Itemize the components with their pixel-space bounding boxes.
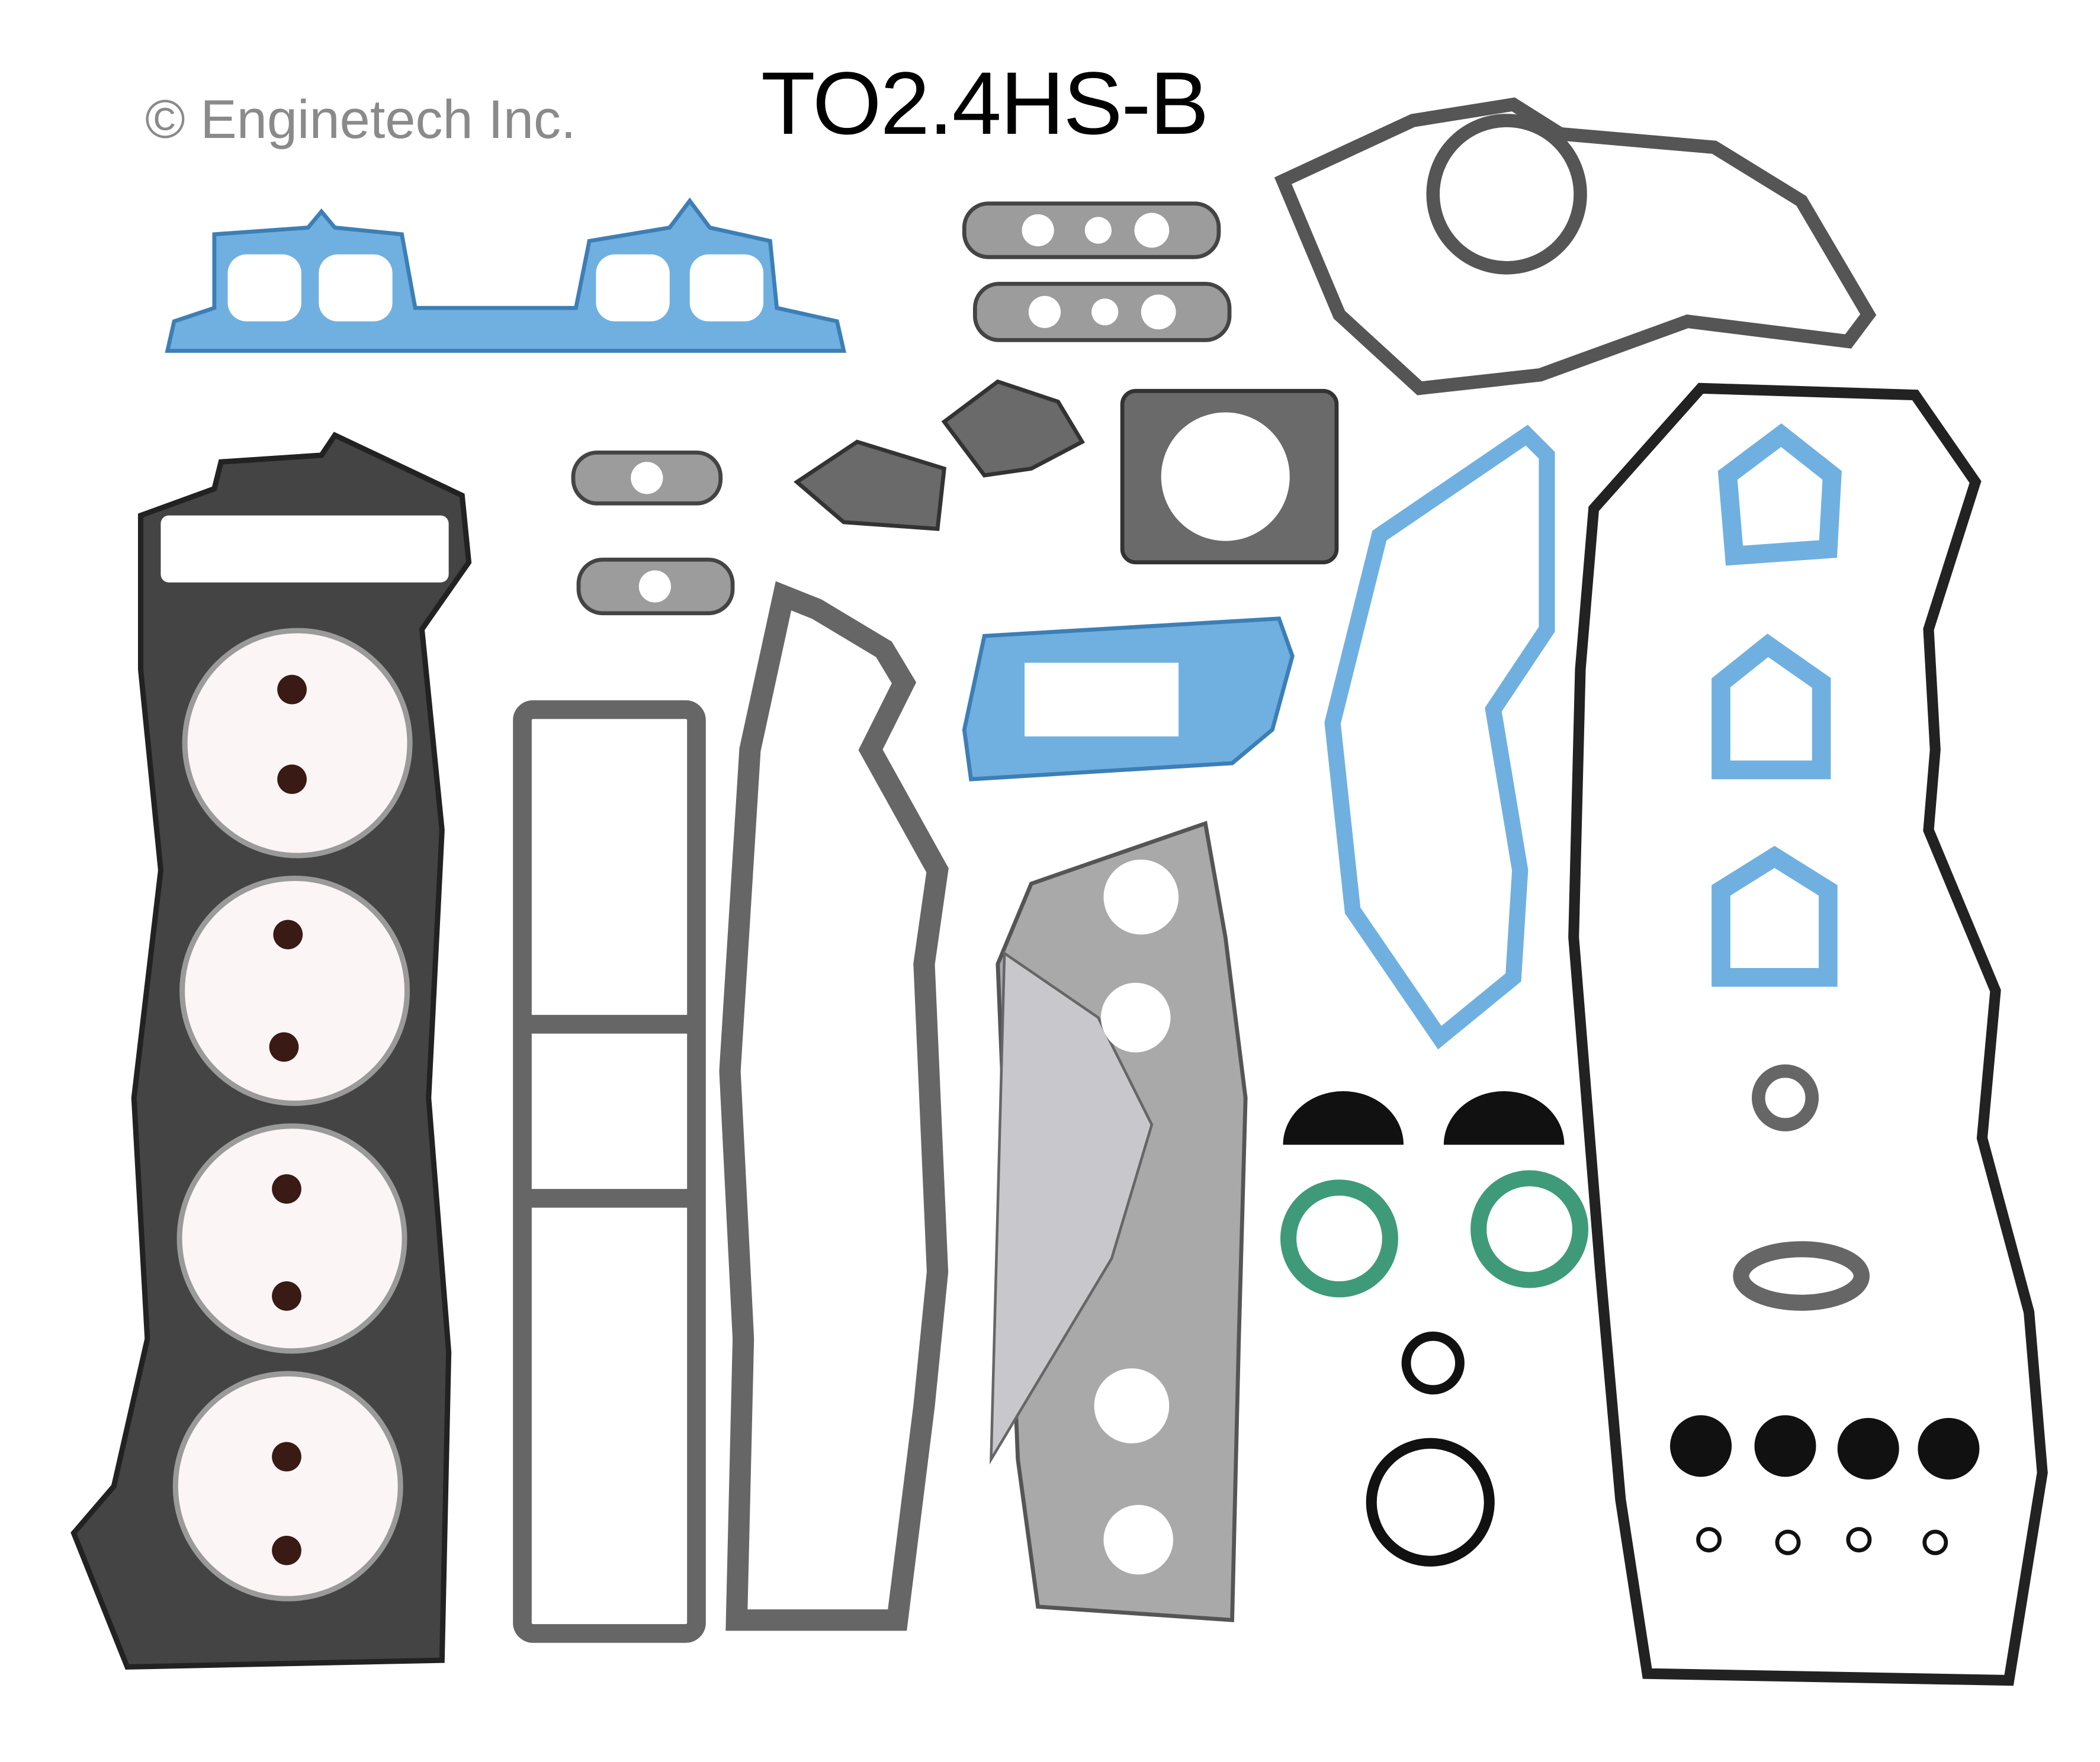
gray-gasket-2 — [941, 379, 1086, 478]
timing-cover-gasket — [1324, 425, 1555, 1050]
part-number-title: TO2.4HS-B — [761, 53, 1209, 153]
gray-gasket — [793, 439, 947, 531]
head-gasket — [70, 432, 472, 1670]
green-rings — [1280, 1170, 1589, 1298]
o-rings — [1366, 1331, 1948, 1567]
manifold-gasket — [719, 581, 949, 1631]
intake-gasket-blue — [165, 197, 846, 353]
tube-seals — [1670, 1415, 1980, 1480]
gray-small-gasket — [1733, 1241, 1870, 1311]
valve-cover-gasket — [1568, 382, 2048, 1686]
small-gray-ring — [1751, 1064, 1819, 1131]
water-pump-gasket — [1274, 97, 1877, 396]
half-moon-seals — [1283, 1091, 1565, 1145]
throttle-body-gasket — [1120, 388, 1339, 565]
blue-small-gaskets — [1712, 423, 1842, 987]
copyright-text: © Enginetech Inc. — [145, 89, 576, 150]
plenum-gasket — [513, 700, 706, 1643]
